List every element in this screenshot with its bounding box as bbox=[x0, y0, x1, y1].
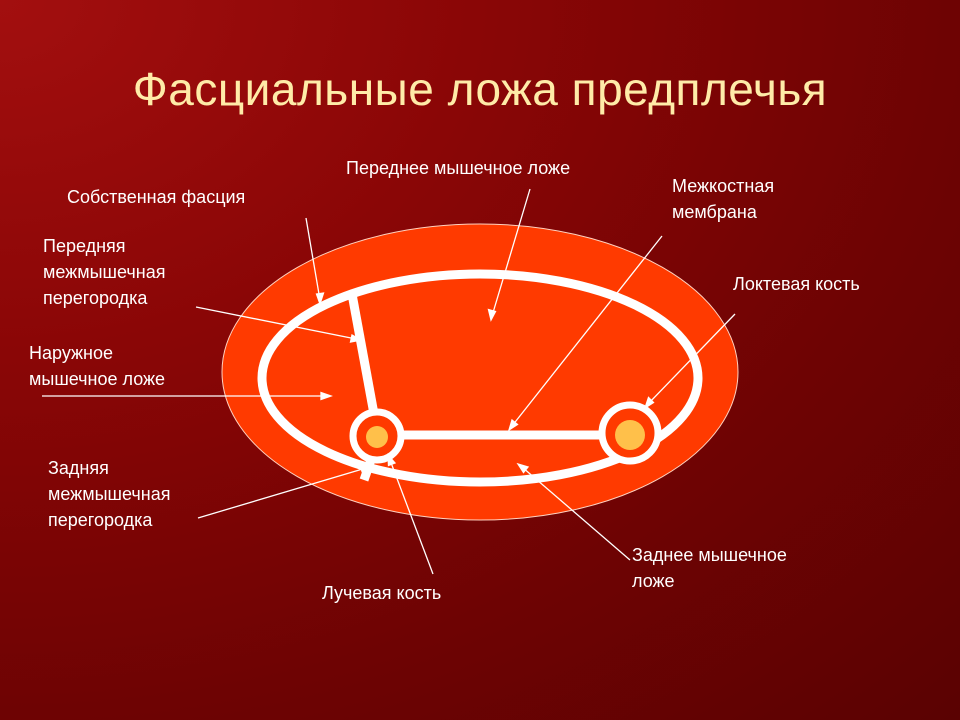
own-fascia-ring bbox=[257, 269, 703, 487]
label-own-fascia: Собственная фасция bbox=[67, 187, 246, 207]
arrow-own-fascia bbox=[305, 217, 325, 307]
label-lateral-compartment: Наружное мышечное ложе bbox=[29, 343, 166, 389]
ulna-bone bbox=[615, 420, 645, 450]
arrow-radius bbox=[387, 453, 434, 575]
label-anterior-compartment: Переднее мышечное ложе bbox=[346, 158, 571, 178]
arrow-posterior-septum bbox=[197, 463, 373, 519]
label-posterior-septum: Задняя межмышечная перегородка bbox=[48, 458, 171, 530]
arrow-anterior-septum bbox=[195, 306, 363, 343]
label-posterior-compartment: Заднее мышечное ложе bbox=[632, 545, 787, 591]
label-anterior-septum: Передняя межмышечная перегородка bbox=[43, 236, 166, 308]
forearm-cross-section bbox=[221, 223, 739, 521]
label-interosseous-membrane: Межкостная мембрана bbox=[672, 176, 775, 222]
label-radius: Лучевая кость bbox=[322, 583, 442, 603]
radius-bone bbox=[366, 426, 388, 448]
arrow-ulna bbox=[643, 313, 736, 410]
arrow-lateral-compartment bbox=[42, 391, 333, 401]
label-ulna: Локтевая кость bbox=[733, 274, 860, 294]
arrow-anterior-compartment bbox=[487, 188, 531, 322]
arrow-posterior-compartment bbox=[516, 462, 631, 561]
slide-title: Фасциальные ложа предплечья bbox=[132, 63, 828, 115]
arrow-interosseous-membrane bbox=[507, 235, 663, 432]
anterior-septum-line bbox=[347, 293, 379, 415]
